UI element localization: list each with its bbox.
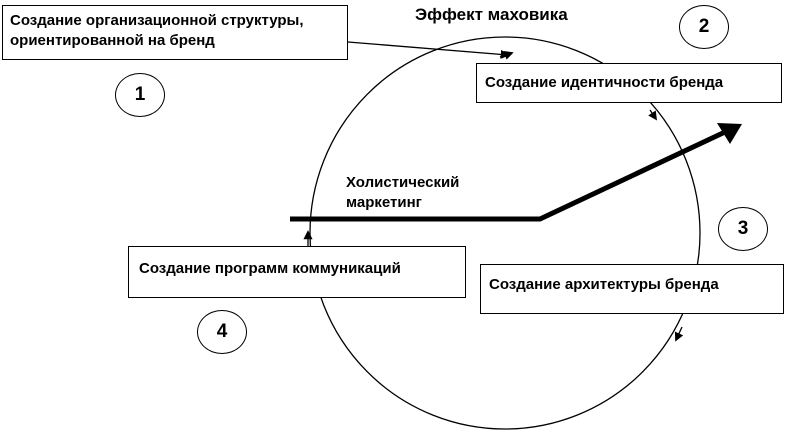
- step-box-4: Создание программ коммуникаций: [128, 246, 466, 298]
- holistic-arrow: [290, 129, 727, 222]
- step-box-2: Создание идентичности бренда: [476, 63, 782, 103]
- connector-arrow-1: [347, 41, 510, 59]
- holistic-label-line-1: Холистический: [346, 174, 460, 191]
- step-1-line-2: ориентированной на бренд: [10, 32, 215, 49]
- step-number-3: 3: [718, 207, 768, 251]
- holistic-label: Холистический маркетинг: [346, 173, 459, 213]
- step-1-line-1: Создание организационной структуры,: [10, 12, 304, 29]
- step-box-3: Создание архитектуры бренда: [480, 264, 784, 314]
- holistic-arrowhead: [717, 123, 742, 144]
- step-number-2: 2: [679, 5, 729, 49]
- step-4-line-1: Создание программ коммуникаций: [139, 260, 401, 277]
- step-number-4: 4: [197, 310, 247, 354]
- holistic-label-line-2: маркетинг: [346, 194, 422, 211]
- step-number-1: 1: [115, 73, 165, 117]
- circle-arrow-right: [648, 109, 658, 121]
- step-2-line-1: Создание идентичности бренда: [485, 74, 724, 91]
- step-3-line-1: Создание архитектуры бренда: [489, 276, 719, 293]
- diagram-title: Эффект маховика: [415, 5, 568, 24]
- circle-arrow-bottom-right: [674, 326, 684, 342]
- step-box-1: Создание организационной структуры, орие…: [2, 5, 348, 60]
